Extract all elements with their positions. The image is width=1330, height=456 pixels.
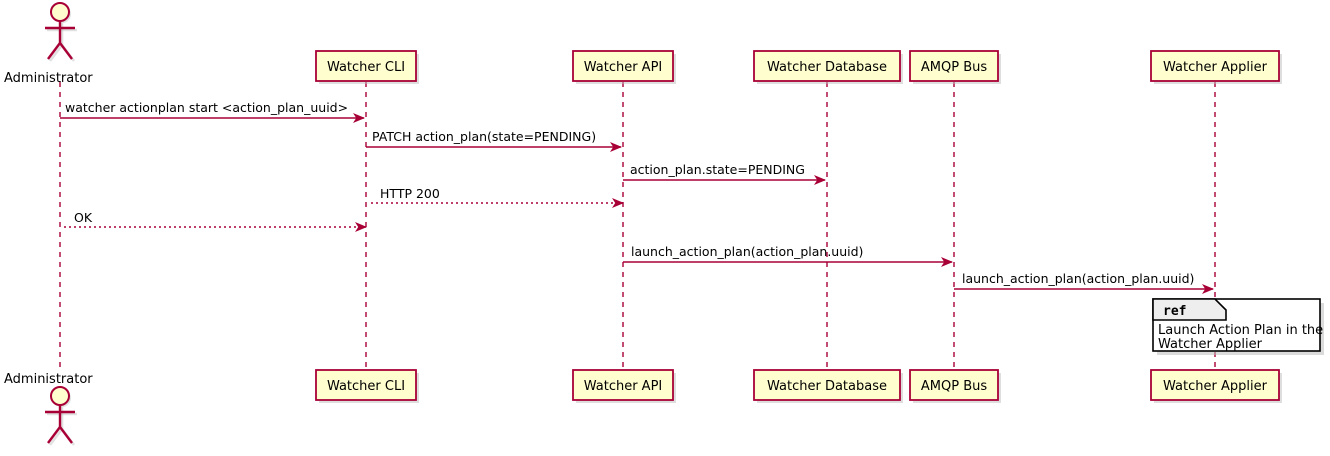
ref-tab [1152,298,1227,321]
actor-icon-bottom [45,386,77,446]
participant-watcher-cli-bottom[interactable]: Watcher CLI [315,369,419,403]
lifelines-group [59,82,1216,370]
ref-body-line-2: Watcher Applier [1158,337,1263,352]
message-5[interactable]: OK [62,210,367,232]
participant-label: Watcher Database [767,60,887,75]
message-2[interactable]: PATCH action_plan(state=PENDING) [366,129,622,152]
participant-label: Watcher API [584,379,663,394]
actor-label-top: Administrator [4,71,93,86]
actor-icon [45,2,77,62]
message-label: launch_action_plan(action_plan.uuid) [962,271,1194,286]
message-7[interactable]: launch_action_plan(action_plan.uuid) [954,271,1214,294]
message-6[interactable]: launch_action_plan(action_plan.uuid) [623,244,953,267]
participant-watcher-api-bottom[interactable]: Watcher API [572,369,676,403]
actor-administrator-top[interactable]: Administrator [4,2,93,86]
message-label: action_plan.state=PENDING [630,162,805,177]
participant-label: Watcher Applier [1163,379,1268,394]
participant-label: AMQP Bus [921,379,987,394]
participant-watcher-api-top[interactable]: Watcher API [572,50,676,84]
actor-label-bottom: Administrator [4,372,93,387]
messages-group: watcher actionplan start <action_plan_uu… [60,100,1214,294]
message-1[interactable]: watcher actionplan start <action_plan_uu… [60,100,365,123]
participant-label: Watcher Database [767,379,887,394]
participant-boxes-bottom: Watcher CLI Watcher API Watcher Database… [315,369,1282,403]
message-label: watcher actionplan start <action_plan_uu… [65,100,348,115]
participant-label: Watcher API [584,60,663,75]
actor-administrator-bottom[interactable]: Administrator [4,372,93,446]
ref-tab-label: ref [1163,304,1186,319]
participant-watcher-applier-bottom[interactable]: Watcher Applier [1150,369,1282,403]
participant-boxes-top: Watcher CLI Watcher API Watcher Database… [315,50,1282,84]
participant-amqp-bus-bottom[interactable]: AMQP Bus [909,369,1001,403]
participant-amqp-bus-top[interactable]: AMQP Bus [909,50,1001,84]
participant-label: Watcher CLI [327,379,405,394]
message-4[interactable]: HTTP 200 [368,186,624,208]
participant-label: Watcher Applier [1163,60,1268,75]
message-label: HTTP 200 [380,186,440,201]
message-label: OK [74,210,93,225]
message-label: launch_action_plan(action_plan.uuid) [631,244,863,259]
ref-fragment[interactable]: ref Launch Action Plan in the Watcher Ap… [1152,298,1324,355]
participant-watcher-database-top[interactable]: Watcher Database [753,50,903,84]
participant-watcher-applier-top[interactable]: Watcher Applier [1150,50,1282,84]
participant-label: AMQP Bus [921,60,987,75]
message-label: PATCH action_plan(state=PENDING) [372,129,596,144]
message-3[interactable]: action_plan.state=PENDING [623,162,826,185]
participant-watcher-cli-top[interactable]: Watcher CLI [315,50,419,84]
participant-label: Watcher CLI [327,60,405,75]
ref-body-line-1: Launch Action Plan in the [1158,323,1323,338]
participant-watcher-database-bottom[interactable]: Watcher Database [753,369,903,403]
